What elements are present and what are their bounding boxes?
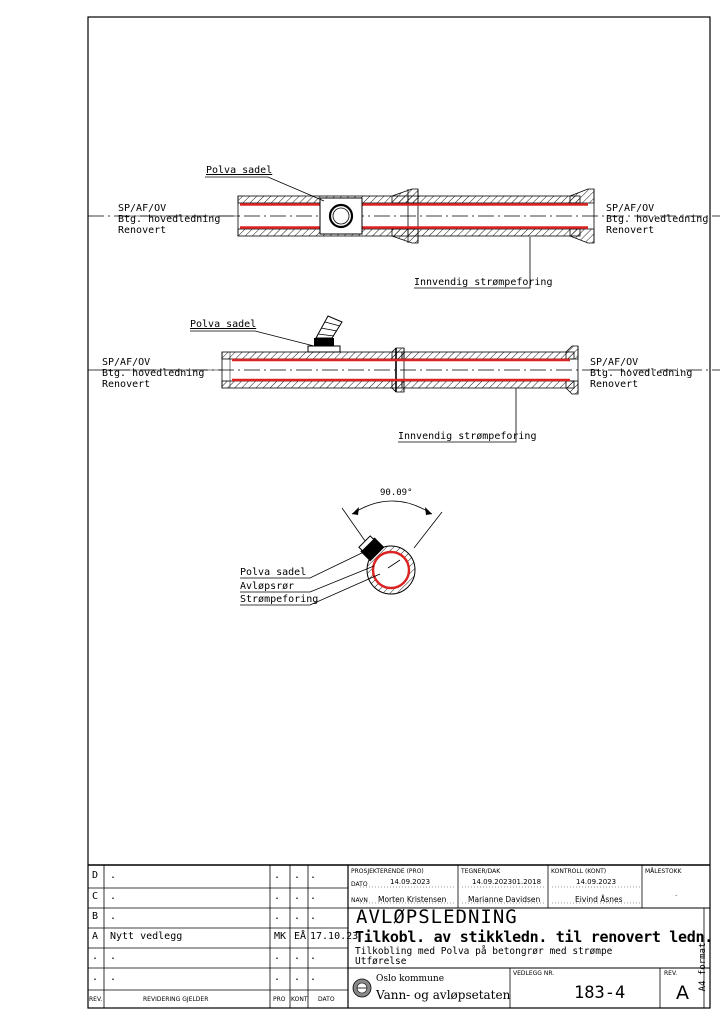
head-pro: PROSJEKTERENDE (PRO) xyxy=(351,868,424,875)
rev-cell-kont: . xyxy=(294,870,301,881)
rev-cell-pro: . xyxy=(274,891,281,902)
org-name-2: Vann- og avløpsetaten xyxy=(376,988,511,1002)
drawing-desc-1: Tilkobling med Polva på betongrør med st… xyxy=(355,946,613,957)
top-view xyxy=(88,176,720,289)
side-left-label-3: Renovert xyxy=(102,379,151,390)
top-right-label-1: SP/AF/OV xyxy=(606,203,655,214)
rev-header-pro: PRO xyxy=(273,996,286,1003)
date-kontroll: 14.09.2023 xyxy=(576,878,617,886)
section-label-liner: Strømpeforing xyxy=(240,594,319,605)
side-right-label-2: Btg. hovedledning xyxy=(590,368,693,379)
date-malestokk: . xyxy=(675,890,678,898)
rev-cell-dato: . xyxy=(310,891,317,902)
rev-cell-dato: . xyxy=(310,972,317,983)
rev-cell-kont: . xyxy=(294,911,301,922)
section-label-pipe: Avløpsrør xyxy=(240,581,295,592)
drawing-desc-2: Utførelse xyxy=(355,956,407,967)
top-right-label-3: Renovert xyxy=(606,225,655,236)
name-pro: Morten Kristensen xyxy=(378,895,447,904)
drawing-title: AVLØPSLEDNING xyxy=(356,906,518,928)
top-right-label-2: Btg. hovedledning xyxy=(606,214,709,225)
head-malestokk: MÅLESTOKK xyxy=(645,868,682,875)
rev-header-dato: DATO xyxy=(318,996,335,1003)
rev-head: REV. xyxy=(664,970,678,977)
side-left-label-2: Btg. hovedledning xyxy=(102,368,205,379)
rev-cell-pro: . xyxy=(274,911,281,922)
angle-label: 90.09° xyxy=(380,488,413,498)
org-name-1: Oslo kommune xyxy=(376,974,445,984)
rev-cell-kont: . xyxy=(294,951,301,962)
oslo-logo xyxy=(352,978,372,998)
rev-cell-desc: . xyxy=(110,911,117,922)
side-saddle-label: Polva sadel xyxy=(190,319,257,330)
liner-section xyxy=(371,550,411,590)
rev-cell-kont: . xyxy=(294,972,301,983)
section-label-saddle: Polva sadel xyxy=(240,567,307,578)
side-right-label-1: SP/AF/OV xyxy=(590,357,639,368)
rev-cell-desc: Nytt vedlegg xyxy=(110,931,183,942)
date-pro: 14.09.2023 xyxy=(390,878,431,886)
rev-cell-rev: . xyxy=(92,972,99,983)
rev-cell-dato: 17.10.23 xyxy=(310,931,359,942)
top-left-label-2: Btg. hovedledning xyxy=(118,214,221,225)
top-left-label-3: Renovert xyxy=(118,225,167,236)
saddle-section xyxy=(358,535,385,562)
rev-cell-dato: . xyxy=(310,870,317,881)
head-tegner: TEGNER/DAK xyxy=(461,868,501,875)
rev-cell-desc: . xyxy=(110,891,117,902)
saddle-side xyxy=(307,315,343,353)
rev-cell-desc: . xyxy=(110,870,117,881)
rev-header-desc: REVIDERING GJELDER xyxy=(143,996,209,1003)
title-block xyxy=(88,864,710,1008)
rev-cell-rev: . xyxy=(92,951,99,962)
vedlegg-number: 183-4 xyxy=(574,983,626,1003)
side-liner-label: Innvendig strømpeforing xyxy=(398,431,537,442)
rev-cell-dato: . xyxy=(310,911,317,922)
side-right-label-3: Renovert xyxy=(590,379,639,390)
drawing-subtitle: Tilkobl. av stikkledn. til renovert ledn… xyxy=(355,928,713,946)
rev-value: A xyxy=(676,982,689,1004)
section-view xyxy=(240,500,443,606)
date-tegner: 14.09.202301.2018 xyxy=(472,878,542,886)
top-left-label-1: SP/AF/OV xyxy=(118,203,167,214)
side-left-label-1: SP/AF/OV xyxy=(102,357,151,368)
rev-header-rev: REV. xyxy=(89,996,103,1003)
label-dato: DATO xyxy=(351,881,368,888)
name-tegner: Marianne Davidsen xyxy=(468,895,541,904)
format-label: A4 format xyxy=(698,942,708,992)
rev-cell-pro: . xyxy=(274,972,281,983)
side-view xyxy=(88,315,720,443)
rev-cell-rev: B xyxy=(92,911,99,922)
rev-cell-pro: . xyxy=(274,951,281,962)
rev-cell-pro: MK xyxy=(274,931,287,942)
rev-cell-rev: D xyxy=(92,870,99,881)
rev-header-kont: KONT xyxy=(291,996,308,1003)
rev-cell-pro: . xyxy=(274,870,281,881)
rev-cell-desc: . xyxy=(110,972,117,983)
rev-cell-rev: C xyxy=(92,891,99,902)
top-saddle-label: Polva sadel xyxy=(206,165,273,176)
rev-cell-kont: . xyxy=(294,891,301,902)
name-kontroll: Eivind Åsnes xyxy=(575,895,623,904)
top-liner-label: Innvendig strømpeforing xyxy=(414,277,553,288)
rev-cell-rev: A xyxy=(92,931,99,942)
rev-cell-kont: EÅ xyxy=(294,931,307,942)
rev-cell-dato: . xyxy=(310,951,317,962)
label-navn: NAVN xyxy=(351,897,368,904)
angle-arc xyxy=(351,500,433,515)
vedlegg-head: VEDLEGG NR. xyxy=(513,970,555,977)
head-kontroll: KONTROLL (KONT) xyxy=(551,868,607,875)
rev-cell-desc: . xyxy=(110,951,117,962)
sheet-border xyxy=(87,16,711,1009)
